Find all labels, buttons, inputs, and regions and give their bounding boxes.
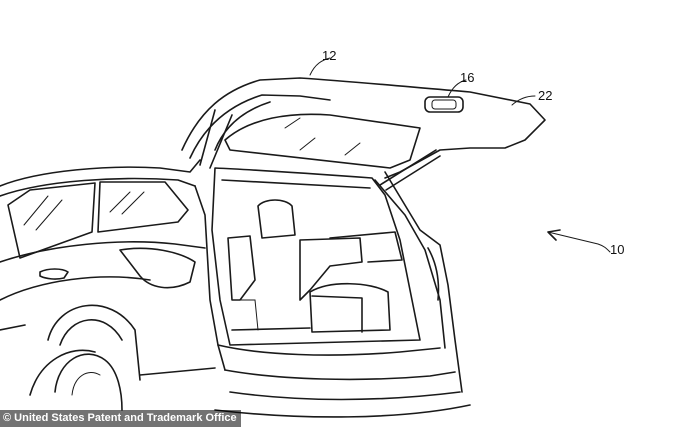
ref-label-12: 12 (322, 48, 336, 63)
light-module (424, 96, 464, 113)
reference-leaders (309, 57, 611, 253)
cargo-area (211, 167, 421, 346)
ref-label-16: 16 (460, 70, 474, 85)
ref-label-22: 22 (538, 88, 552, 103)
vehicle-body (0, 159, 471, 418)
liftgate (181, 77, 546, 191)
ref-label-10: 10 (610, 242, 624, 257)
copyright-credit: © United States Patent and Trademark Off… (0, 410, 241, 427)
